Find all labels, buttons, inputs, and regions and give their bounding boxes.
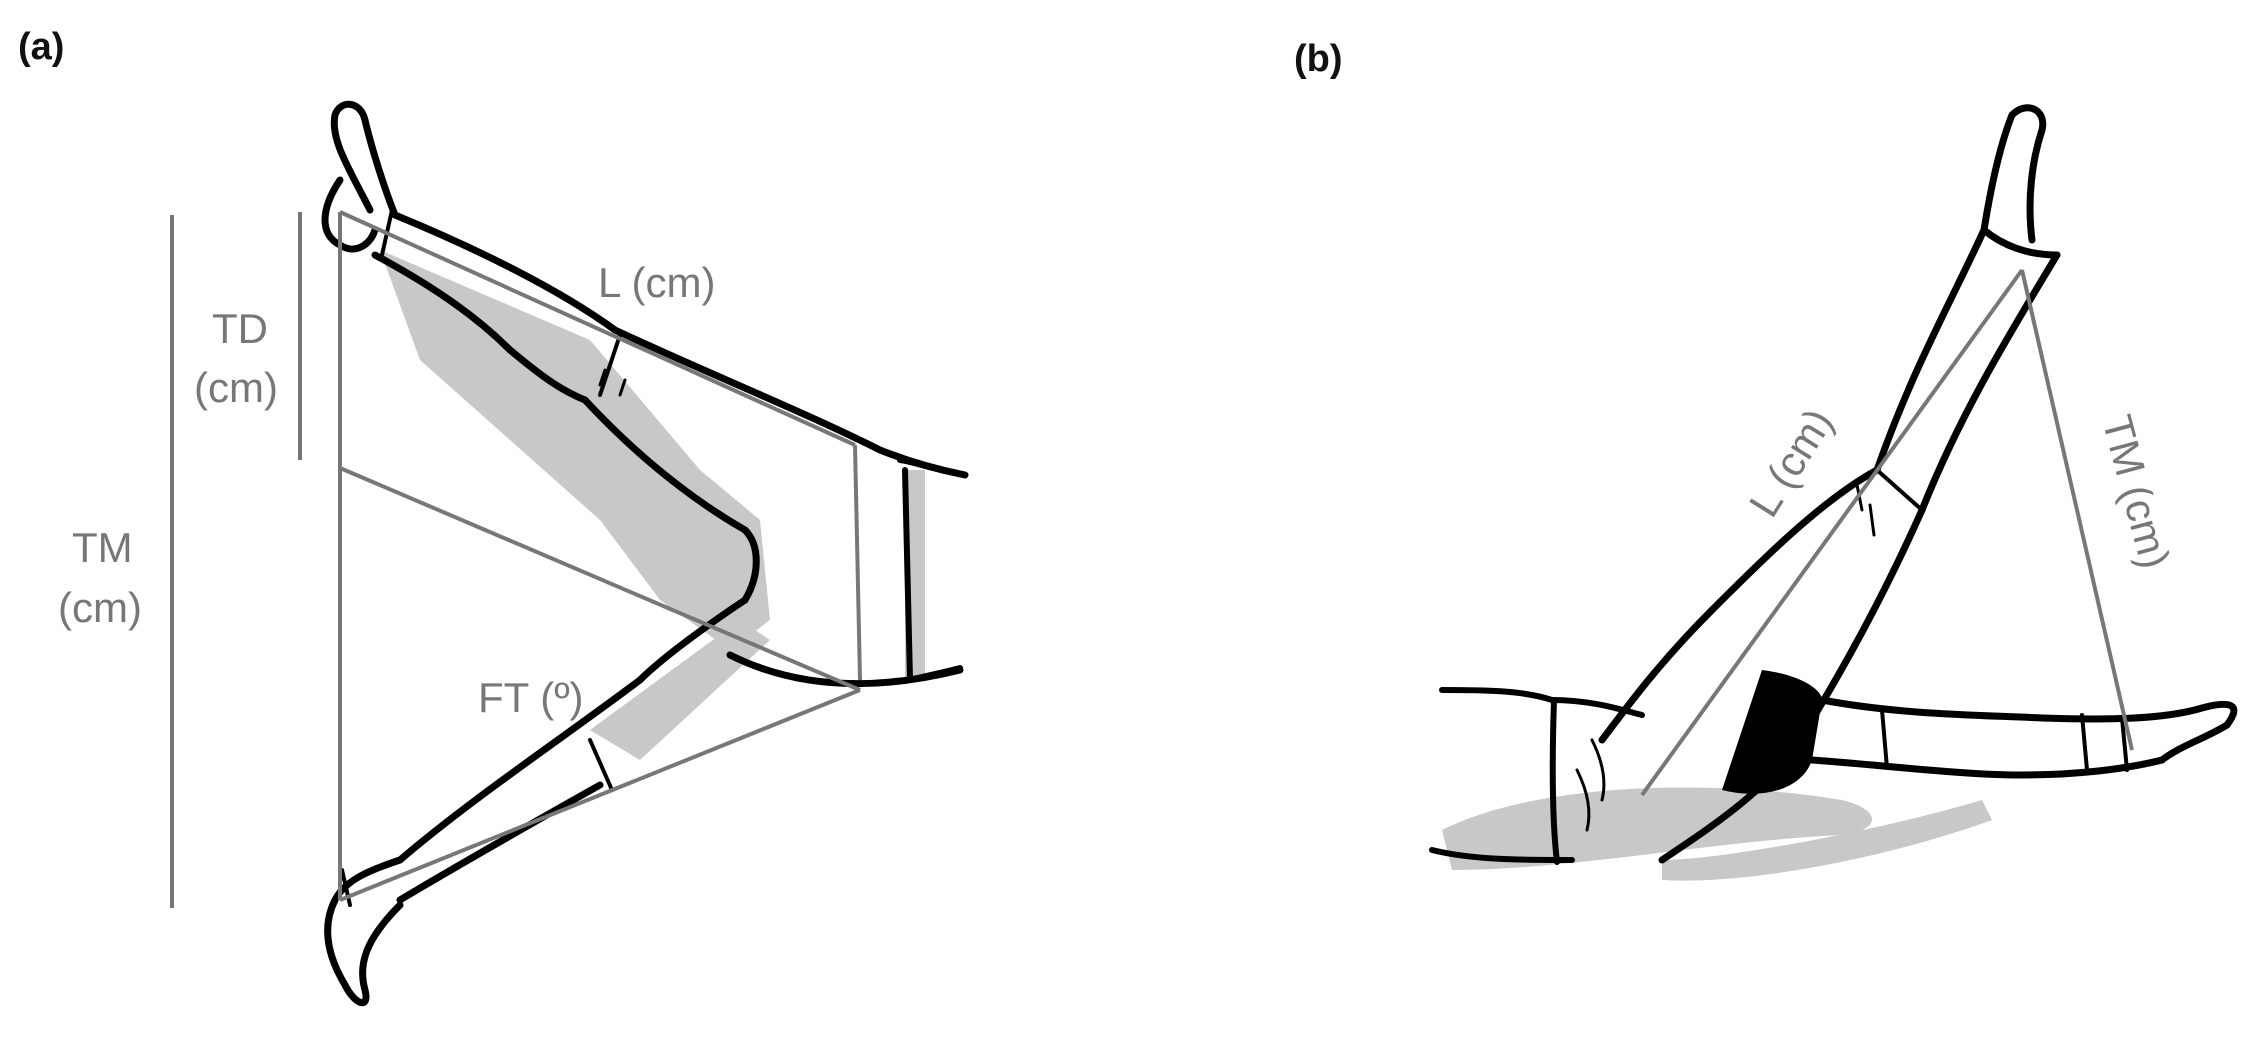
panel-b: (b) xyxy=(1122,0,2244,1046)
lying-leg-drawing xyxy=(1808,696,2238,779)
label-tm-b: TM (cm) xyxy=(2093,410,2179,573)
measurement-lines-b xyxy=(1640,268,2134,797)
label-tm-line2-a: (cm) xyxy=(58,584,142,631)
leg-shadow-b xyxy=(1442,787,1992,881)
panel-label-a: (a) xyxy=(18,26,65,68)
shorts-b xyxy=(1429,687,1645,865)
measurement-lines-a xyxy=(170,210,862,908)
under-thigh-shadow xyxy=(1722,670,1822,794)
label-td-line2: (cm) xyxy=(194,364,278,411)
panel-a: (a) xyxy=(18,26,969,1006)
label-tm-line1-a: TM xyxy=(72,524,133,571)
label-td-line1: TD xyxy=(212,305,268,352)
raised-leg-drawing xyxy=(1598,104,2061,864)
label-ft: FT (º) xyxy=(478,674,584,721)
shorts-edge-a xyxy=(897,457,968,683)
label-l-a: L (cm) xyxy=(598,259,715,306)
lower-leg-drawing xyxy=(324,596,964,1006)
panel-a-figure: L (cm) TD (cm) TM (cm) FT (º) xyxy=(58,100,969,1006)
panel-label-b: (b) xyxy=(1294,38,1343,80)
panel-b-figure: L (cm) TM (cm) xyxy=(1429,104,2238,881)
